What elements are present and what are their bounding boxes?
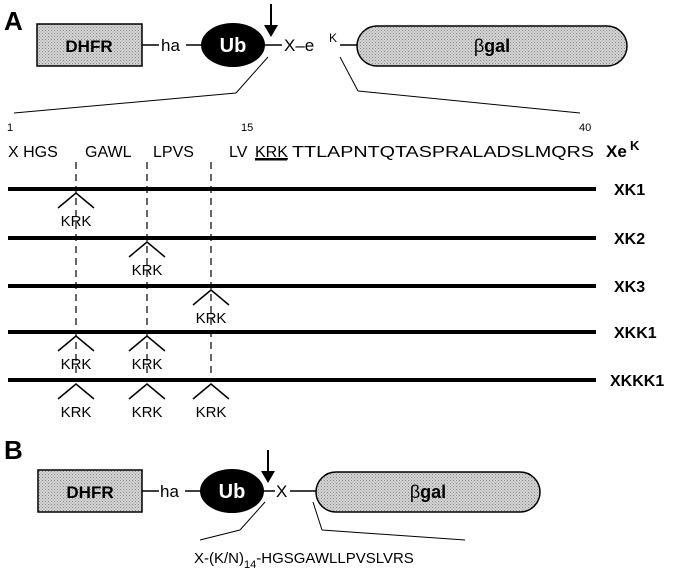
- insert-label: KRK: [196, 404, 227, 421]
- dhfr-label: DHFR: [66, 483, 113, 502]
- zoom-line: [357, 90, 581, 114]
- position-40: 40: [579, 122, 591, 134]
- insert-caret: [57, 383, 95, 400]
- ub-oval: [200, 469, 264, 513]
- cleavage-arrow-icon: [261, 471, 275, 483]
- insert-caret: [57, 192, 95, 209]
- krk-insert: KRK: [128, 241, 166, 279]
- construct-row-xk2: XK2: [8, 231, 645, 248]
- krk-insert: KRK: [57, 335, 95, 373]
- insert-caret: [128, 383, 166, 400]
- insert-caret: [192, 383, 230, 400]
- insert-label: KRK: [61, 404, 92, 421]
- construct-row-xkkk1: XKKK1: [8, 373, 664, 390]
- sequence-name-sup: K: [630, 138, 640, 153]
- position-15: 15: [241, 122, 253, 134]
- krk-insert: KRK: [128, 335, 166, 373]
- row-name: XK3: [614, 279, 645, 296]
- sequence-krk: KRK: [255, 144, 288, 161]
- row-name: XKKK1: [610, 373, 664, 390]
- zoom-line: [13, 92, 237, 114]
- sequence-a: 1 15 40 X HGS GAWL LPVS LV KRK TTLAPNTQT…: [7, 122, 640, 161]
- row-name: XKK1: [614, 325, 657, 342]
- cleavage-arrow-icon: [264, 25, 278, 37]
- panel-b-label: B: [4, 435, 23, 465]
- sequence-segment: GAWL: [85, 144, 132, 161]
- insert-label: KRK: [196, 310, 227, 327]
- x-linker-label: X–e: [284, 36, 314, 55]
- row-name: XK1: [614, 182, 645, 199]
- ub-label: Ub: [220, 35, 247, 57]
- zoom-line: [312, 501, 323, 531]
- sequence-segment: LV: [229, 144, 248, 161]
- row-name: XK2: [614, 231, 645, 248]
- construct-row-xkk1: XKK1: [8, 325, 657, 342]
- bgal-box: [356, 25, 628, 67]
- ub-label: Ub: [219, 481, 246, 503]
- insert-label: KRK: [132, 404, 163, 421]
- sequence-segment: X HGS: [8, 144, 58, 161]
- insert-caret: [57, 335, 95, 352]
- zoom-line: [199, 529, 241, 541]
- construct-row-xk3: XK3: [8, 279, 645, 296]
- zoom-line: [239, 501, 266, 531]
- x-linker-sup: K: [329, 31, 337, 45]
- construct-b: DHFR ha Ub X βgal: [37, 450, 541, 541]
- zoom-line: [235, 56, 269, 94]
- bgal-box: [315, 471, 541, 513]
- insert-label: KRK: [132, 356, 163, 373]
- ha-label: ha: [161, 36, 180, 55]
- insert-label: KRK: [61, 356, 92, 373]
- panel-a-label: A: [4, 6, 23, 36]
- insert-caret: [128, 241, 166, 258]
- insert-caret: [192, 289, 230, 306]
- krk-insert: KRK: [57, 383, 95, 421]
- bgal-label: βgal: [474, 36, 510, 56]
- krk-insert: KRK: [192, 289, 230, 327]
- sequence-segment: LPVS: [153, 144, 194, 161]
- bgal-label: βgal: [410, 482, 446, 502]
- construct-row-xk1: XK1: [8, 182, 645, 199]
- dhfr-label: DHFR: [65, 37, 112, 56]
- x-label: X: [276, 482, 287, 501]
- ha-label: ha: [160, 482, 179, 501]
- zoom-line: [321, 529, 466, 541]
- sequence-segment: TTLAPNTQTASPRALADSLMQRS: [292, 144, 594, 161]
- construct-a: DHFR ha Ub X–e K βgal: [13, 4, 628, 114]
- sequence-b: X-(K/N)14-HGSGAWLLPVSLVRS: [194, 550, 414, 571]
- insert-label: KRK: [132, 262, 163, 279]
- insert-label: KRK: [61, 213, 92, 230]
- sequence-name: Xe: [606, 142, 627, 161]
- insert-caret: [128, 335, 166, 352]
- dhfr-box: [36, 23, 143, 67]
- position-1: 1: [7, 122, 13, 134]
- zoom-line: [339, 56, 359, 92]
- krk-insert: KRK: [128, 383, 166, 421]
- ub-oval: [201, 23, 265, 67]
- krk-insert: KRK: [57, 192, 95, 230]
- krk-insert: KRK: [192, 383, 230, 421]
